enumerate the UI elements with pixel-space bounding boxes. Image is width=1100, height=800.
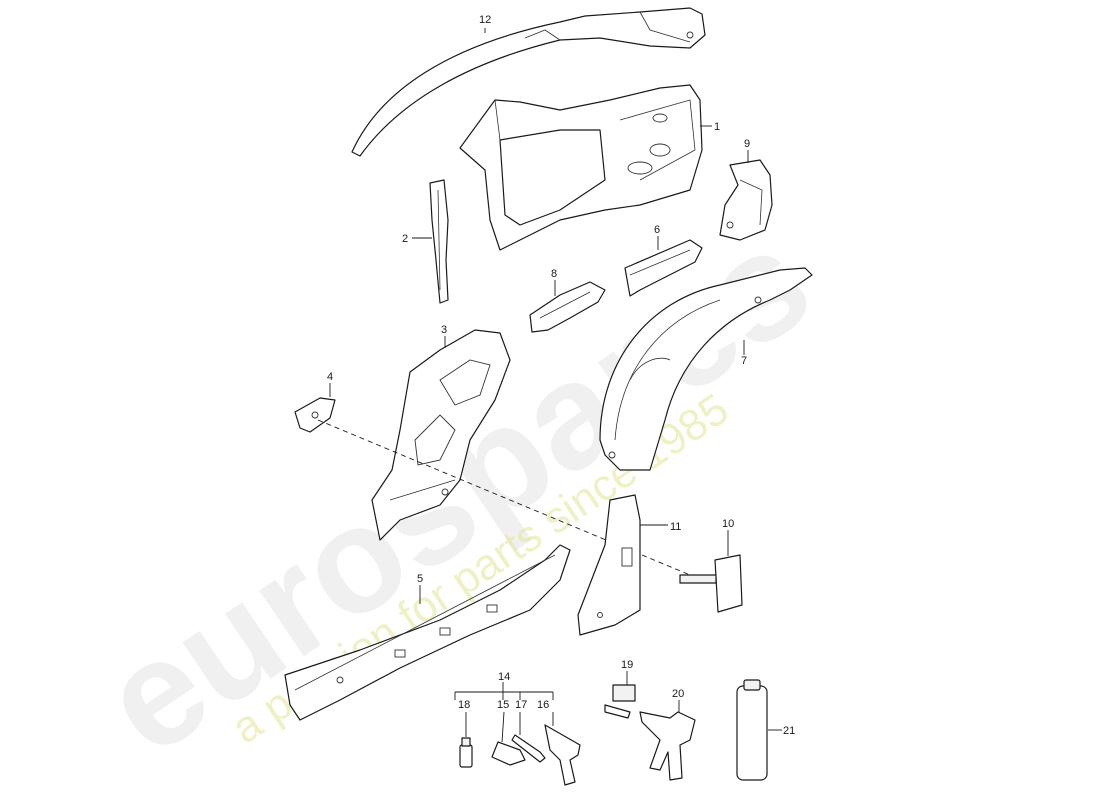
part-21-cartridge[interactable]: [736, 679, 768, 781]
part-8-bracket[interactable]: [529, 281, 606, 333]
callout-3: 3: [441, 324, 447, 336]
callout-1: 1: [714, 121, 720, 133]
part-9-corner-bracket[interactable]: [719, 159, 773, 241]
part-2-pillar[interactable]: [429, 179, 449, 304]
callout-6: 6: [654, 224, 660, 236]
part-19-cartridge[interactable]: [604, 684, 636, 719]
part-17-nozzle[interactable]: [511, 712, 546, 763]
part-1-side-frame[interactable]: [459, 84, 703, 251]
part-18-cap[interactable]: [459, 737, 473, 768]
callout-19: 19: [621, 659, 633, 671]
part-7-wheel-arch[interactable]: [599, 267, 813, 471]
callout-11: 11: [670, 521, 681, 533]
callout-10: 10: [722, 518, 734, 530]
part-12-roof-rail[interactable]: [351, 7, 706, 157]
callout-21: 21: [783, 725, 795, 737]
part-5-sill[interactable]: [284, 544, 571, 721]
callout-9: 9: [744, 138, 750, 150]
part-11-panel[interactable]: [577, 494, 641, 636]
callout-12: 12: [479, 14, 491, 26]
part-16-gun[interactable]: [544, 712, 581, 786]
part-20-dispenser[interactable]: [639, 711, 696, 781]
callout-20: 20: [672, 688, 684, 700]
callout-7: 7: [741, 355, 747, 367]
part-4-bracket[interactable]: [294, 397, 336, 433]
callout-18: 18: [458, 699, 470, 711]
callout-15: 15: [497, 699, 509, 711]
part-15-tube[interactable]: [491, 711, 526, 766]
callout-16: 16: [537, 699, 549, 711]
callout-17: 17: [515, 699, 527, 711]
callout-14: 14: [498, 671, 510, 683]
callout-2: 2: [402, 233, 408, 245]
part-10-plug[interactable]: [679, 554, 743, 613]
callout-5: 5: [417, 573, 423, 585]
kit-14-bracket: [454, 682, 554, 700]
callout-4: 4: [327, 371, 333, 383]
callout-8: 8: [551, 268, 557, 280]
part-6-bracket[interactable]: [624, 239, 703, 297]
part-3-inner-panel[interactable]: [371, 329, 511, 541]
